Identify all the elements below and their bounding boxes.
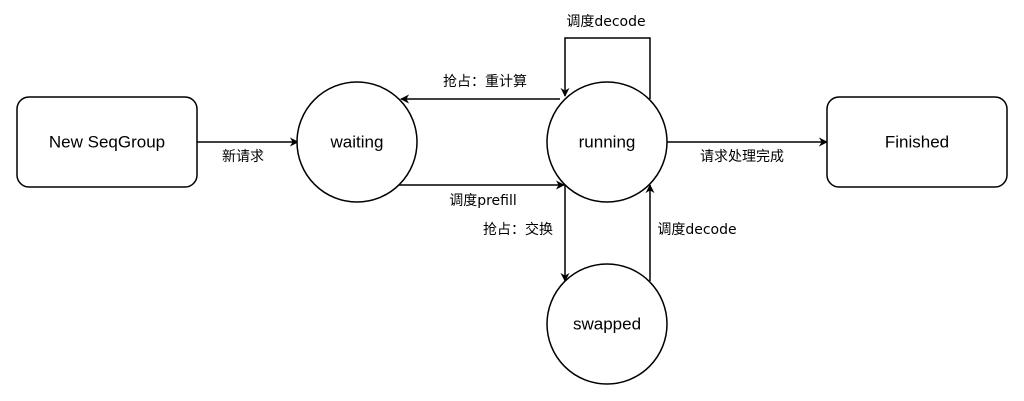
node-finished: Finished <box>826 96 1008 188</box>
edge-label-schedule-decode-loop: 调度decode <box>566 14 645 30</box>
node-label: swapped <box>573 315 641 334</box>
edge-labels: 新请求 调度prefill 抢占：重计算 调度decode 请求处理完成 抢占：… <box>222 14 784 238</box>
node-running: running <box>546 81 668 203</box>
edge-label-new-request: 新请求 <box>222 149 264 165</box>
edge-label-schedule-prefill: 调度prefill <box>449 193 517 209</box>
edge-label-schedule-decode-swapped: 调度decode <box>657 222 736 238</box>
node-label: New SeqGroup <box>49 133 165 152</box>
node-swapped: swapped <box>546 263 668 385</box>
node-label: waiting <box>330 133 384 152</box>
edge-schedule-decode-loop <box>560 37 651 99</box>
edge-label-preempt-recompute: 抢占：重计算 <box>443 73 527 90</box>
edge-label-request-done: 请求处理完成 <box>700 149 784 165</box>
edge-label-preempt-swap: 抢占：交换 <box>483 221 553 238</box>
node-label: running <box>579 133 636 152</box>
edges <box>197 37 828 282</box>
node-waiting: waiting <box>296 81 418 203</box>
node-label: Finished <box>885 133 949 152</box>
node-new-seqgroup: New SeqGroup <box>16 96 198 188</box>
